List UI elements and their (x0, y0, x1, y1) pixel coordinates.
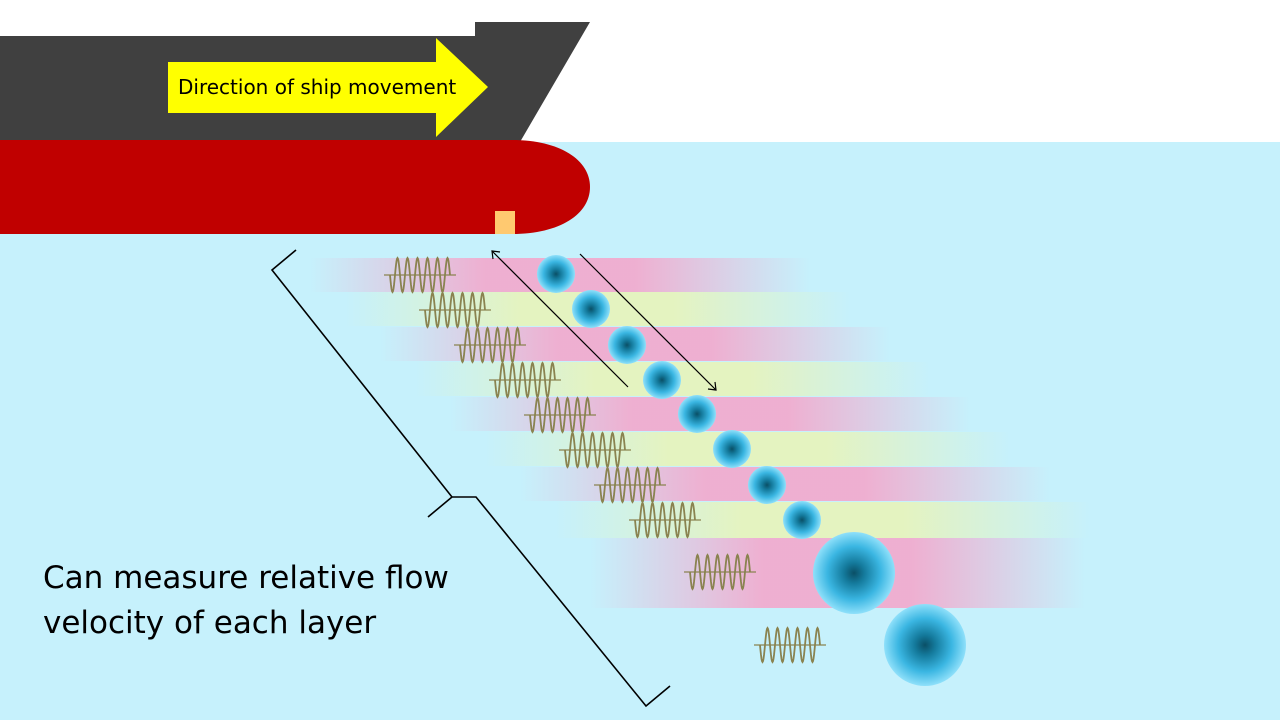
acoustic-wave-icon (454, 326, 526, 364)
scattering-particle-icon (713, 430, 751, 468)
scattering-particle-icon (537, 255, 575, 293)
scattering-particle-icon (678, 395, 716, 433)
depth-bracket-icon (270, 249, 671, 708)
acoustic-wave-icon (559, 431, 631, 469)
beam-arrows (491, 250, 717, 391)
scattering-particle-icon (572, 290, 610, 328)
caption: Can measure relative flow velocity of ea… (43, 560, 459, 641)
scattering-particle-icon (813, 532, 895, 614)
beam-arrow-down-head (707, 381, 717, 391)
direction-arrow-icon: Direction of ship movement (168, 38, 488, 137)
acoustic-waves (384, 256, 826, 664)
acoustic-wave-icon (489, 361, 561, 399)
acoustic-wave-icon (384, 256, 456, 294)
caption-line-1: Can measure relative flow (43, 560, 449, 596)
ship-hull (0, 140, 590, 234)
acoustic-wave-icon (524, 396, 596, 434)
acoustic-wave-icon (754, 626, 826, 664)
acoustic-wave-icon (594, 466, 666, 504)
beam-arrow-up-head (491, 250, 501, 260)
acoustic-wave-icon (684, 553, 756, 591)
scattering-particle-icon (643, 361, 681, 399)
acoustic-wave-icon (629, 501, 701, 539)
transducer (495, 211, 515, 234)
scattering-particle-icon (783, 501, 821, 539)
beam-arrow-up (491, 250, 629, 388)
caption-line-2: velocity of each layer (43, 605, 376, 641)
scattering-particles (537, 255, 966, 686)
direction-label: Direction of ship movement (178, 75, 456, 99)
scattering-particle-icon (884, 604, 966, 686)
scattering-particle-icon (748, 466, 786, 504)
beam-arrow-down (579, 253, 717, 391)
acoustic-wave-icon (419, 291, 491, 329)
scattering-particle-icon (608, 326, 646, 364)
